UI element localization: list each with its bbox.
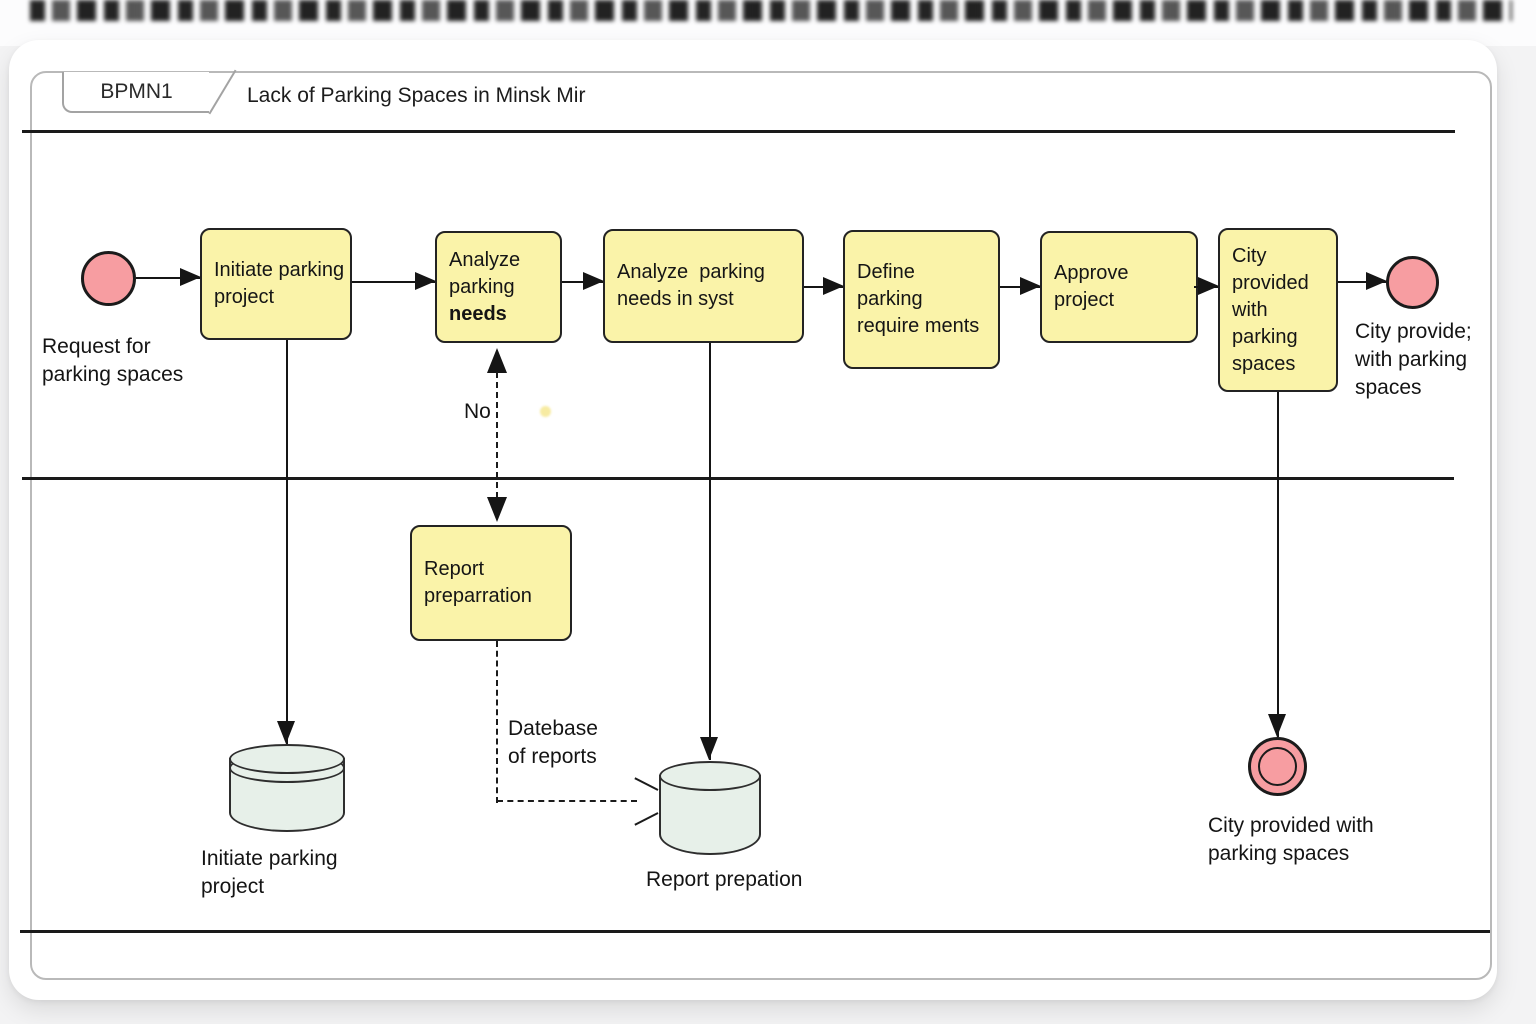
task-label: Define parking require ments xyxy=(857,261,980,337)
stray-yellow-mark xyxy=(540,406,551,417)
flow-define-to-approve xyxy=(1000,277,1041,295)
flow-analyze-to-analyze-syst xyxy=(562,272,604,290)
cylinder-top xyxy=(659,761,761,791)
task-define-parking-requirements[interactable]: Define parking require ments xyxy=(843,230,1000,369)
header-separator-line xyxy=(22,130,1455,133)
task-label: Analyze parking needs in syst xyxy=(617,261,765,310)
cropped-text-strip xyxy=(30,0,1512,21)
lane-divider-middle xyxy=(22,477,1454,480)
diagram-title: Lack of Parking Spaces in Minsk Mir xyxy=(247,84,586,107)
start-event-label: Request for parking spaces xyxy=(42,335,184,386)
end-event-bottom[interactable] xyxy=(1248,737,1307,796)
flow-city-to-end-event xyxy=(1268,392,1286,737)
no-flow-label: No xyxy=(464,400,491,423)
end-event-top[interactable] xyxy=(1386,256,1439,309)
message-flow-vertical xyxy=(496,641,498,803)
task-analyze-parking-needs[interactable]: Analyze parking needs xyxy=(435,231,562,343)
no-flow-arrowhead-up xyxy=(487,348,507,373)
task-label: Initiate parking project xyxy=(214,259,345,308)
message-flow-horizontal xyxy=(497,800,637,802)
task-label: Report preparration xyxy=(424,558,532,607)
flow-start-to-initiate xyxy=(136,268,201,286)
task-initiate-parking-project[interactable]: Initiate parking project xyxy=(200,228,352,340)
cylinder-top xyxy=(229,744,345,774)
flow-initiate-to-datastore xyxy=(277,340,295,744)
no-flow-dashed-line xyxy=(496,372,498,498)
flow-city-to-end xyxy=(1338,272,1387,290)
flow-analyze-syst-to-define xyxy=(804,277,844,295)
lane-divider-bottom xyxy=(20,930,1490,933)
datastore-report-label: Report prepation xyxy=(646,868,803,891)
flow-initiate-to-analyze xyxy=(352,272,436,290)
no-flow-arrowhead-down xyxy=(487,497,507,522)
datastore-initiate-label: Initiate parking project xyxy=(201,847,338,898)
task-report-preparation[interactable]: Report preparration xyxy=(410,525,572,641)
task-label: Analyze parking xyxy=(449,248,521,298)
diagram-tab[interactable]: BPMN1 xyxy=(62,72,209,113)
end-event-top-label: City provide; with parking spaces xyxy=(1355,320,1472,399)
flow-approve-to-city xyxy=(1194,277,1219,295)
task-label: Approve project xyxy=(1054,262,1135,311)
task-label: City provided with parking spaces xyxy=(1232,244,1309,375)
datastore-report[interactable] xyxy=(659,761,761,855)
diagram-tab-label: BPMN1 xyxy=(100,79,173,103)
flow-analyze-syst-to-report-store xyxy=(700,343,718,760)
task-approve-project[interactable]: Approve project xyxy=(1040,231,1198,343)
datastore-initiate-parking-project[interactable] xyxy=(229,744,345,832)
end-event-bottom-label: City provided with parking spaces xyxy=(1208,814,1374,865)
message-flow-label: Datebase of reports xyxy=(508,717,598,768)
task-analyze-parking-needs-in-syst[interactable]: Analyze parking needs in syst xyxy=(603,229,804,343)
start-event[interactable] xyxy=(81,251,136,306)
task-city-provided-with-parking-spaces[interactable]: City provided with parking spaces xyxy=(1218,228,1338,392)
task-label-bold: needs xyxy=(449,302,507,325)
end-event-inner-ring xyxy=(1258,747,1297,786)
